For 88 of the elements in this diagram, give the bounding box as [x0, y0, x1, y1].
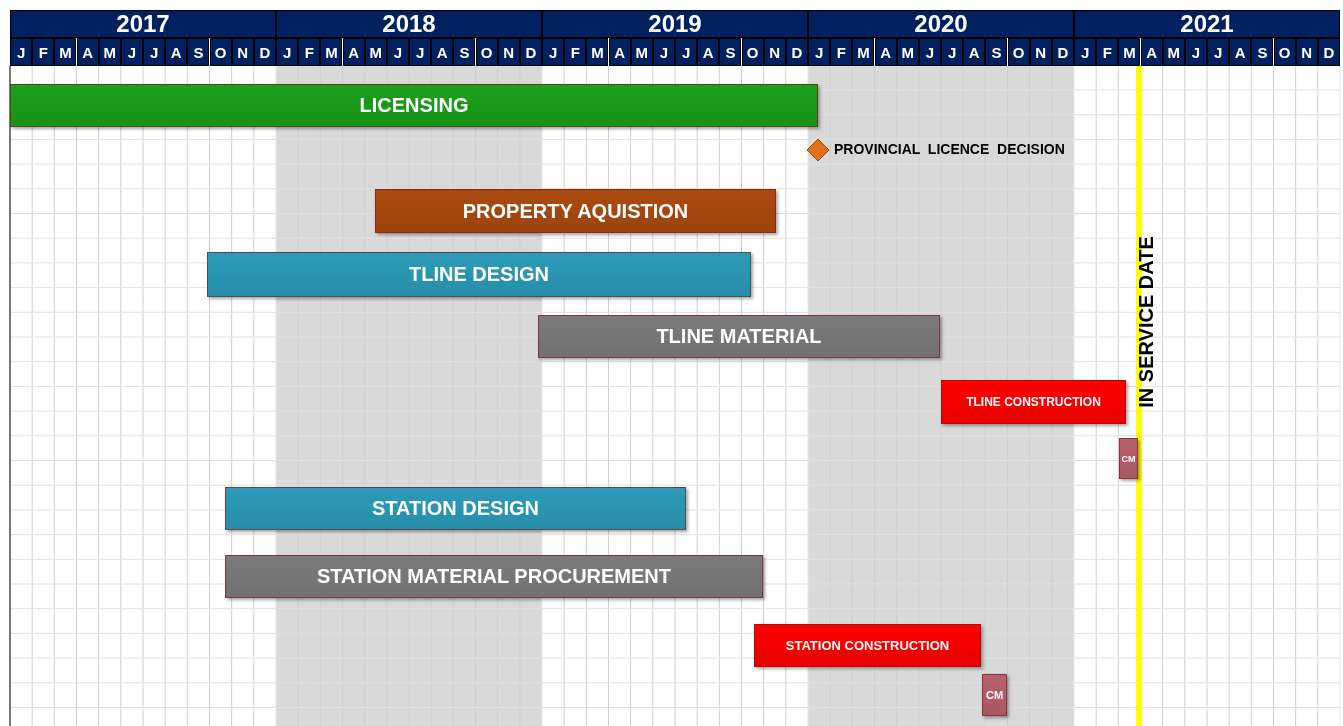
task-bar — [375, 189, 776, 233]
month-header: J — [918, 38, 941, 66]
month-header: M — [1162, 38, 1185, 66]
milestone-label: PROVINCIAL LICENCE DECISION — [834, 141, 1065, 157]
month-header: N — [231, 38, 254, 66]
month-header: M — [852, 38, 875, 66]
milestone-label: IN SERVICE DATE — [1134, 235, 1158, 410]
month-header: S — [985, 38, 1008, 66]
task-label: TLINE DESIGN — [409, 263, 549, 286]
month-header: M — [630, 38, 653, 66]
task-label: CM — [985, 689, 1004, 701]
month-header: M — [1118, 38, 1141, 66]
year-header: 2018 — [276, 10, 542, 38]
month-header: A — [608, 38, 631, 66]
month-header: A — [963, 38, 986, 66]
month-header: N — [1295, 38, 1318, 66]
month-header: F — [32, 38, 55, 66]
month-header: J — [1184, 38, 1207, 66]
month-header: M — [364, 38, 387, 66]
month-header: A — [76, 38, 99, 66]
task-label: STATION DESIGN — [371, 497, 539, 520]
month-header: J — [675, 38, 698, 66]
month-header: A — [431, 38, 454, 66]
month-header: O — [209, 38, 232, 66]
year-header: 2019 — [542, 10, 808, 38]
task-bar — [225, 555, 763, 598]
task-bar — [538, 315, 940, 358]
task-label: STATION MATERIAL PROCUREMENT — [316, 565, 672, 588]
task-label: PROPERTY AQUISTION — [462, 199, 689, 223]
month-header: J — [276, 38, 299, 66]
month-header: F — [564, 38, 587, 66]
month-header: S — [719, 38, 742, 66]
month-header: D — [785, 38, 808, 66]
month-header: A — [1229, 38, 1252, 66]
month-header: F — [298, 38, 321, 66]
month-header: D — [1317, 38, 1340, 66]
task-label: TLINE CONSTRUCTION — [966, 395, 1101, 409]
month-header: O — [741, 38, 764, 66]
month-header: M — [320, 38, 343, 66]
month-header: A — [165, 38, 188, 66]
month-header: S — [1251, 38, 1274, 66]
month-header: A — [342, 38, 365, 66]
task-label: TLINE MATERIAL — [656, 325, 822, 348]
task-bar — [941, 380, 1126, 424]
month-header: O — [1007, 38, 1030, 66]
month-header: F — [1096, 38, 1119, 66]
month-header: N — [497, 38, 520, 66]
year-header: 2020 — [808, 10, 1074, 38]
month-header: O — [1273, 38, 1296, 66]
month-header: M — [586, 38, 609, 66]
month-header: A — [697, 38, 720, 66]
month-header: J — [808, 38, 831, 66]
milestone-diamond — [806, 138, 830, 162]
month-header: S — [453, 38, 476, 66]
task-label: CM — [1121, 453, 1136, 464]
task-bar — [10, 84, 818, 127]
month-header: J — [1074, 38, 1097, 66]
month-header: J — [542, 38, 565, 66]
month-header: A — [1140, 38, 1163, 66]
task-bar — [225, 487, 686, 530]
month-header: D — [1051, 38, 1074, 66]
task-label: LICENSING — [359, 94, 469, 117]
month-header: J — [409, 38, 432, 66]
month-header: F — [830, 38, 853, 66]
month-header: D — [253, 38, 276, 66]
month-header: N — [1029, 38, 1052, 66]
month-header: M — [98, 38, 121, 66]
month-header: J — [1207, 38, 1230, 66]
month-header: A — [874, 38, 897, 66]
month-header: S — [187, 38, 210, 66]
task-bar — [754, 624, 981, 667]
month-header: J — [120, 38, 143, 66]
year-header: 2017 — [10, 10, 276, 38]
task-bar — [982, 674, 1007, 716]
year-header: 2021 — [1074, 10, 1340, 38]
task-label: STATION CONSTRUCTION — [785, 638, 950, 653]
month-header: D — [519, 38, 542, 66]
month-header: M — [54, 38, 77, 66]
month-header: N — [763, 38, 786, 66]
month-header: J — [10, 38, 33, 66]
month-header: J — [386, 38, 409, 66]
month-header: J — [652, 38, 675, 66]
month-header: J — [143, 38, 166, 66]
month-header: O — [475, 38, 498, 66]
month-header: M — [896, 38, 919, 66]
task-bar — [207, 252, 751, 297]
month-header: J — [941, 38, 964, 66]
task-bar — [1119, 438, 1138, 479]
